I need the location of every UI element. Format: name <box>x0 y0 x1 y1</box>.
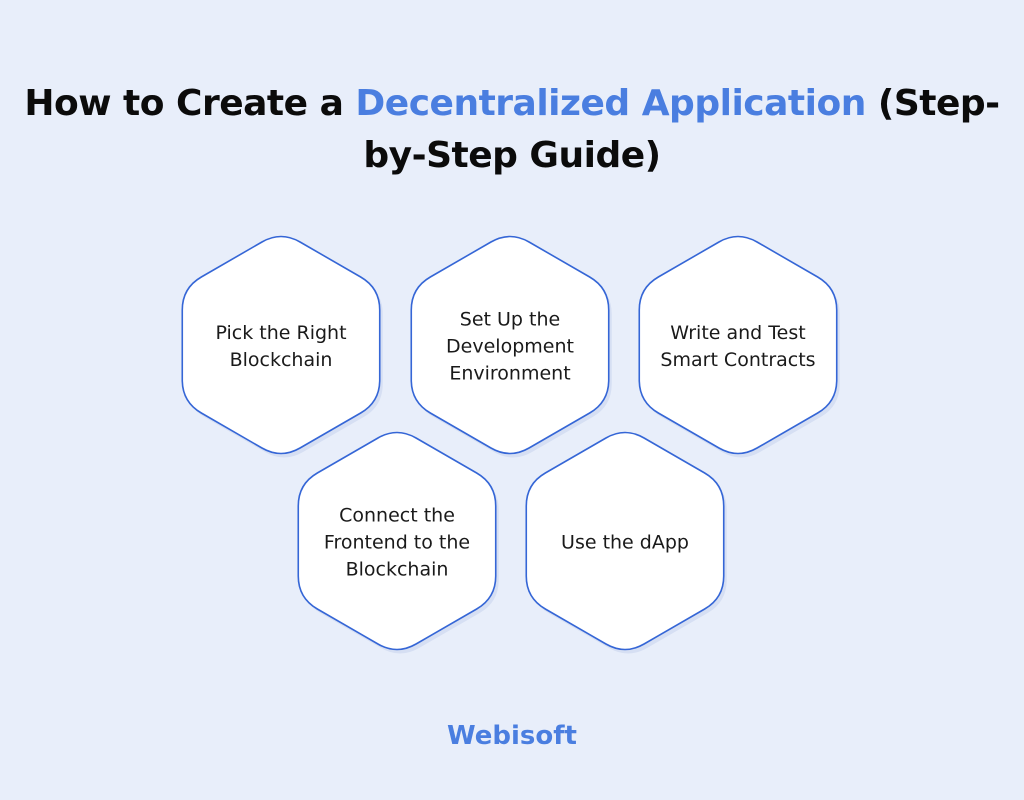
page-title: How to Create a Decentralized Applicatio… <box>0 78 1024 182</box>
title-text-line2: by-Step Guide) <box>363 135 661 176</box>
step-label-2: Set Up the Development Environment <box>446 308 574 385</box>
hexagon-shape <box>410 235 610 455</box>
title-highlight: Decentralized Application <box>355 83 866 124</box>
step-hexagon-3 <box>638 235 840 458</box>
brand-name: Webisoft <box>447 721 577 751</box>
step-label-4: Connect the Frontend to the Blockchain <box>323 504 471 581</box>
hexagon-shape <box>297 431 497 651</box>
step-hexagon-4 <box>297 431 499 654</box>
step-label-1: Pick the Right Blockchain <box>215 322 347 371</box>
title-text-after: (Step- <box>865 83 1000 124</box>
step-label-5: Use the dApp <box>561 531 689 554</box>
hexagon-shape <box>638 235 838 455</box>
title-text-before: How to Create a <box>24 83 356 124</box>
step-hexagon-1 <box>181 235 383 458</box>
step-hexagon-2 <box>410 235 612 458</box>
hexagon-shape <box>181 235 381 455</box>
step-hexagon-5 <box>525 431 727 654</box>
step-label-3: Write and Test Smart Contracts <box>660 322 816 371</box>
hexagon-shape <box>525 431 725 651</box>
